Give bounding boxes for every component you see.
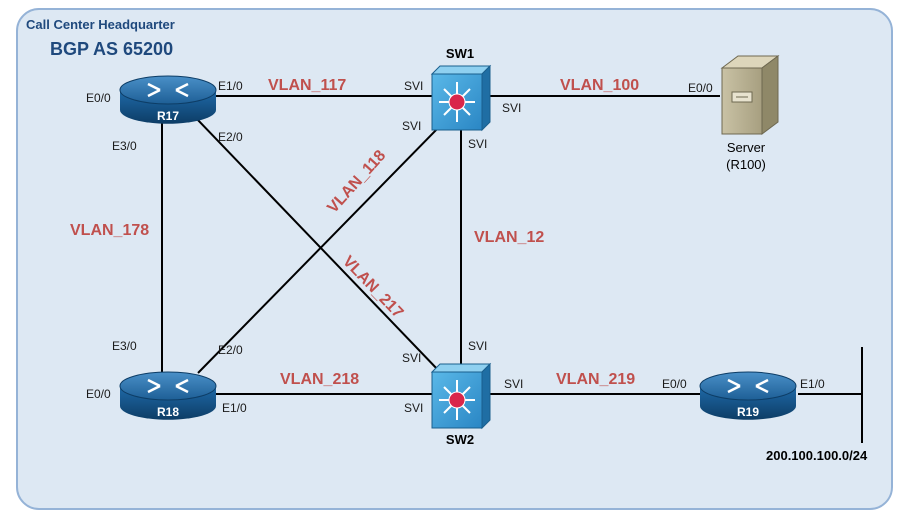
r17-e1-0: E1/0 [218,79,243,93]
sw2-svi-top: SVI [468,339,487,353]
sw2-svi-left: SVI [404,401,423,415]
vlan-100-label: VLAN_100 [560,77,639,94]
sw2-svi-right: SVI [504,377,523,391]
sw2-svi-diag: SVI [402,351,421,365]
r19-e0-0: E0/0 [662,377,687,391]
r17-e0-0: E0/0 [86,91,111,105]
r18-e1-0: E1/0 [222,401,247,415]
sw1-svi-bottom: SVI [468,137,487,151]
vlan-178-label: VLAN_178 [70,222,149,239]
sw1-label: SW1 [446,46,474,61]
server[interactable] [720,55,780,135]
region-box [16,8,893,510]
link-r18-sw1 [197,125,441,374]
router-arrows-icon [147,378,189,394]
vlan-117-label: VLAN_117 [268,77,346,94]
switch-sw1[interactable] [430,64,492,132]
vlan-219-label: VLAN_219 [556,371,635,388]
link-r17-sw2 [195,117,441,373]
r18-e2-0: E2/0 [218,343,243,357]
r18-label: R18 [157,405,179,419]
region-title: Call Center Headquarter [26,17,175,32]
r17-label: R17 [157,109,179,123]
r18-e0-0: E0/0 [86,387,111,401]
r19-label: R19 [737,405,759,419]
sw1-svi-diag: SVI [402,119,421,133]
r19-e1-0: E1/0 [800,377,825,391]
router-r19[interactable]: R19 [699,371,797,420]
r17-e2-0: E2/0 [218,130,243,144]
region-subtitle: BGP AS 65200 [50,39,173,59]
r18-e3-0: E3/0 [112,339,137,353]
router-arrows-icon [147,82,189,98]
router-r17[interactable]: R17 [119,75,217,124]
server-label: Server [727,140,766,155]
sw2-label: SW2 [446,432,474,447]
server-sublabel: (R100) [726,157,766,172]
router-r18[interactable]: R18 [119,371,217,420]
sw1-svi-right: SVI [502,101,521,115]
network-address: 200.100.100.0/24 [766,448,868,463]
switch-sw2[interactable] [430,362,492,430]
vlan-12-label: VLAN_12 [474,229,544,246]
router-arrows-icon [727,378,769,394]
r17-e3-0: E3/0 [112,139,137,153]
sw1-svi-left: SVI [404,79,423,93]
vlan-218-label: VLAN_218 [280,371,359,388]
server-e0-0: E0/0 [688,81,713,95]
